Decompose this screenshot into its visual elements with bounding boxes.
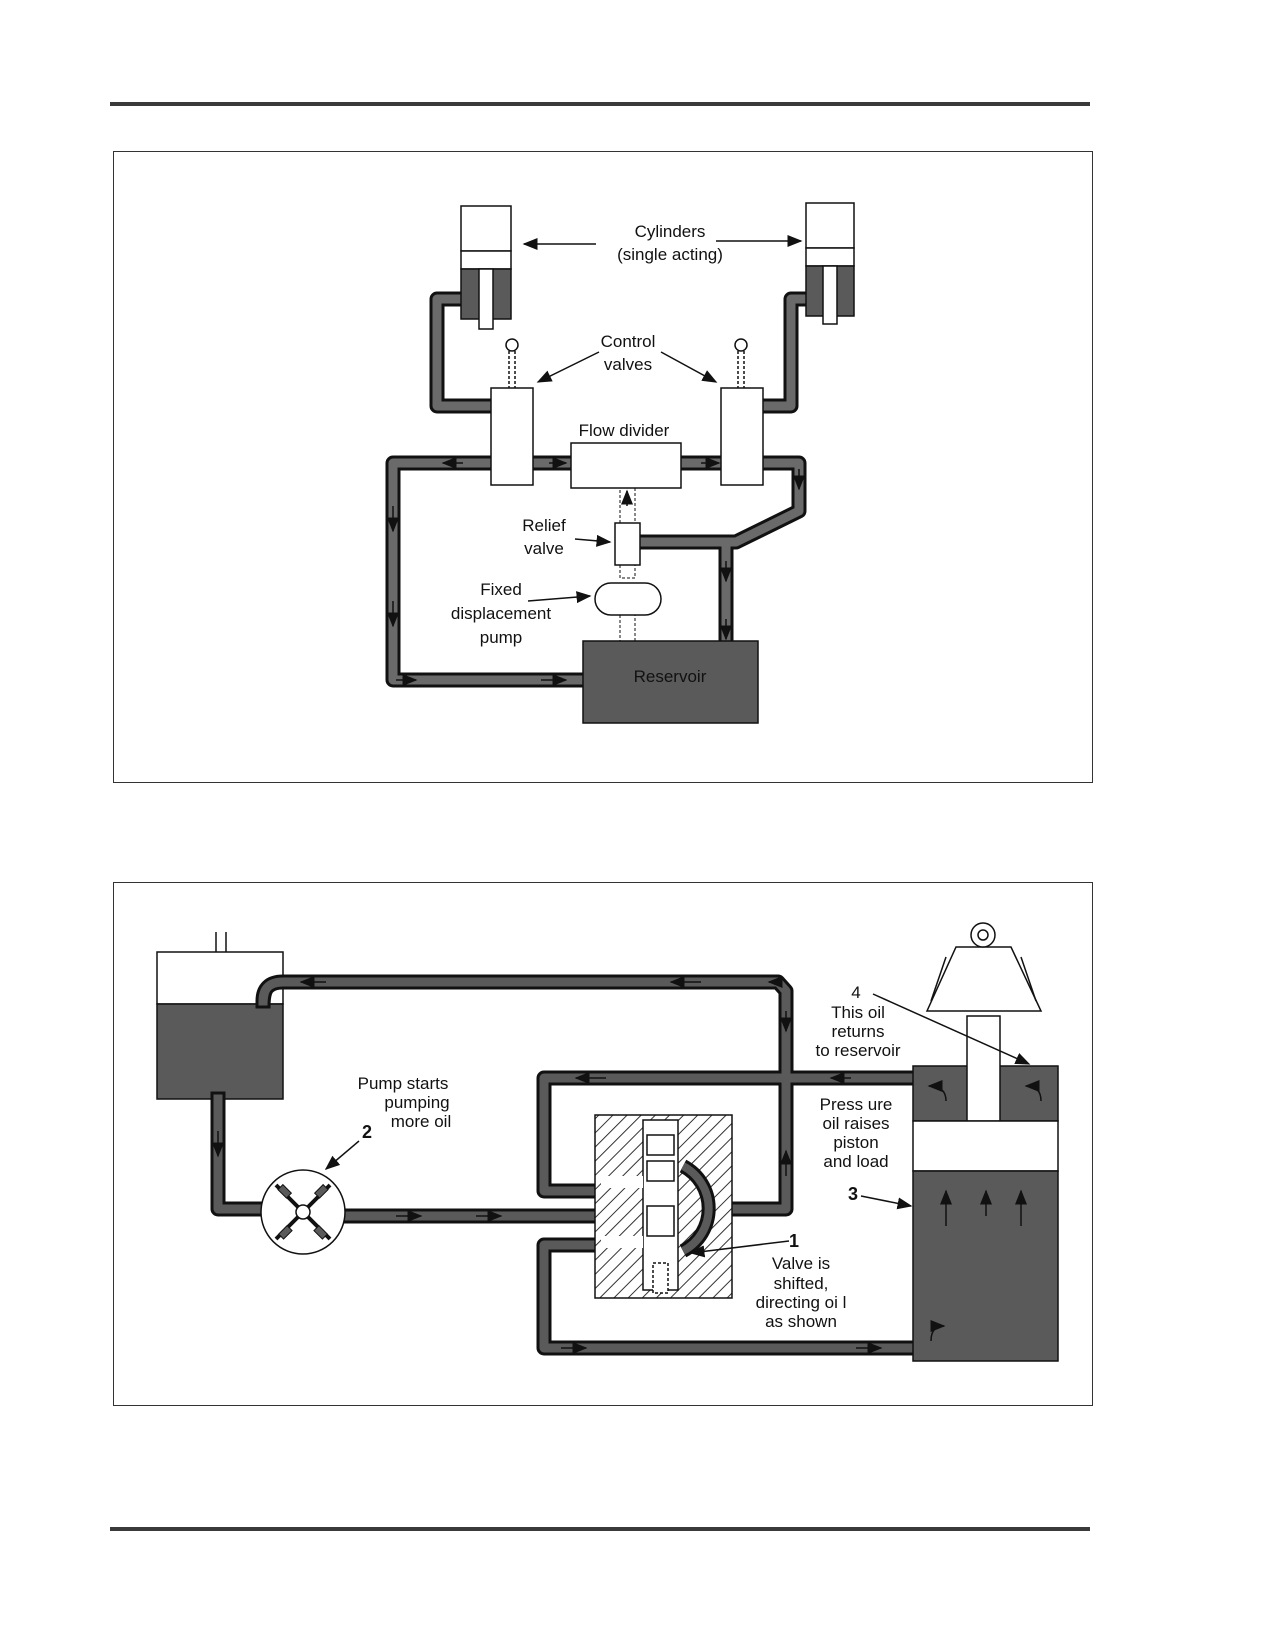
lift-cylinder <box>912 1015 1059 1362</box>
relief-valve-sublabel: valve <box>524 539 564 558</box>
marker-3: 3 <box>848 1184 858 1204</box>
pump-starts-label: Pump starts <box>358 1074 449 1093</box>
spool-valve <box>594 1114 733 1299</box>
pipe-network-bottom <box>210 974 929 1356</box>
valve-shifted-sublabel: shifted, <box>774 1274 829 1293</box>
control-valves-sublabel: valves <box>604 355 652 374</box>
valve-shifted-sublabel-3: as shown <box>765 1312 837 1331</box>
reservoir-label: Reservoir <box>634 667 707 686</box>
flow-arrows <box>387 457 805 686</box>
marker-4: 4 <box>851 983 860 1002</box>
relief-valve <box>614 522 641 566</box>
marker-2: 2 <box>362 1122 372 1142</box>
pump-label: Fixed <box>480 580 522 599</box>
return-label: This oil <box>831 1003 885 1022</box>
pressure-sublabel: oil raises <box>822 1114 889 1133</box>
pressure-sublabel-3: and load <box>823 1152 888 1171</box>
return-sublabel-2: to reservoir <box>815 1041 900 1060</box>
marker-1: 1 <box>789 1231 799 1251</box>
return-sublabel: returns <box>832 1022 885 1041</box>
valve-shifted-sublabel-2: directing oi l <box>756 1293 847 1312</box>
cylinders-label: Cylinders <box>635 222 706 241</box>
right-control-valve <box>720 338 764 486</box>
bottom-rule <box>110 1527 1090 1531</box>
right-cylinder <box>805 202 855 325</box>
leader-lines <box>522 235 803 604</box>
relief-valve-label: Relief <box>522 516 566 535</box>
bottom-figure-labels: 4 This oil returns to reservoir Pump sta… <box>358 983 901 1331</box>
flow-divider-label: Flow divider <box>579 421 670 440</box>
rotary-pump <box>260 1169 346 1255</box>
left-cylinder <box>460 205 512 330</box>
top-rule <box>110 102 1090 106</box>
control-valves-label: Control <box>601 332 656 351</box>
reservoir <box>582 640 759 724</box>
pump-sublabel-2: pump <box>480 628 523 647</box>
oil-reservoir-tank <box>156 932 284 1100</box>
valve-shifted-label: Valve is <box>772 1254 830 1273</box>
top-figure-labels: Cylinders (single acting) Control valves… <box>451 222 723 686</box>
pressure-label: Press ure <box>820 1095 893 1114</box>
bottom-figure-frame: 4 This oil returns to reservoir Pump sta… <box>113 882 1093 1406</box>
top-figure-frame: Cylinders (single acting) Control valves… <box>113 151 1093 783</box>
pump-sublabel: displacement <box>451 604 551 623</box>
fixed-displacement-pump <box>594 582 662 616</box>
pressure-sublabel-2: piston <box>833 1133 878 1152</box>
cylinders-sublabel: (single acting) <box>617 245 723 264</box>
pump-starts-sublabel: pumping <box>384 1093 449 1112</box>
flow-divider-diagram: Cylinders (single acting) Control valves… <box>385 202 855 724</box>
valve-passage-fill <box>681 1162 713 1255</box>
pump-starts-sublabel-2: more oil <box>391 1112 451 1131</box>
flow-divider-box <box>570 442 682 489</box>
pressure-arrows <box>927 1080 1042 1342</box>
hydraulic-jack-diagram: 4 This oil returns to reservoir Pump sta… <box>156 922 1059 1362</box>
load-weight <box>925 922 1043 1012</box>
leader-lines-bottom <box>324 993 1031 1258</box>
left-control-valve <box>490 338 534 486</box>
